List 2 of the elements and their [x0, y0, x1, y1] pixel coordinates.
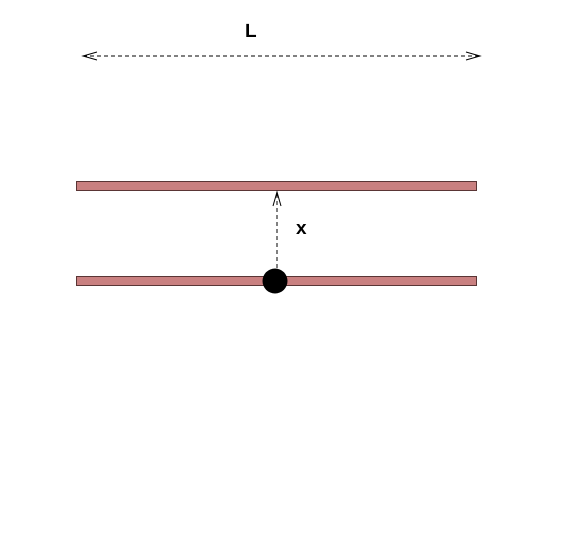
dimension-label: x	[296, 219, 307, 238]
dimension-label: L	[245, 22, 257, 41]
